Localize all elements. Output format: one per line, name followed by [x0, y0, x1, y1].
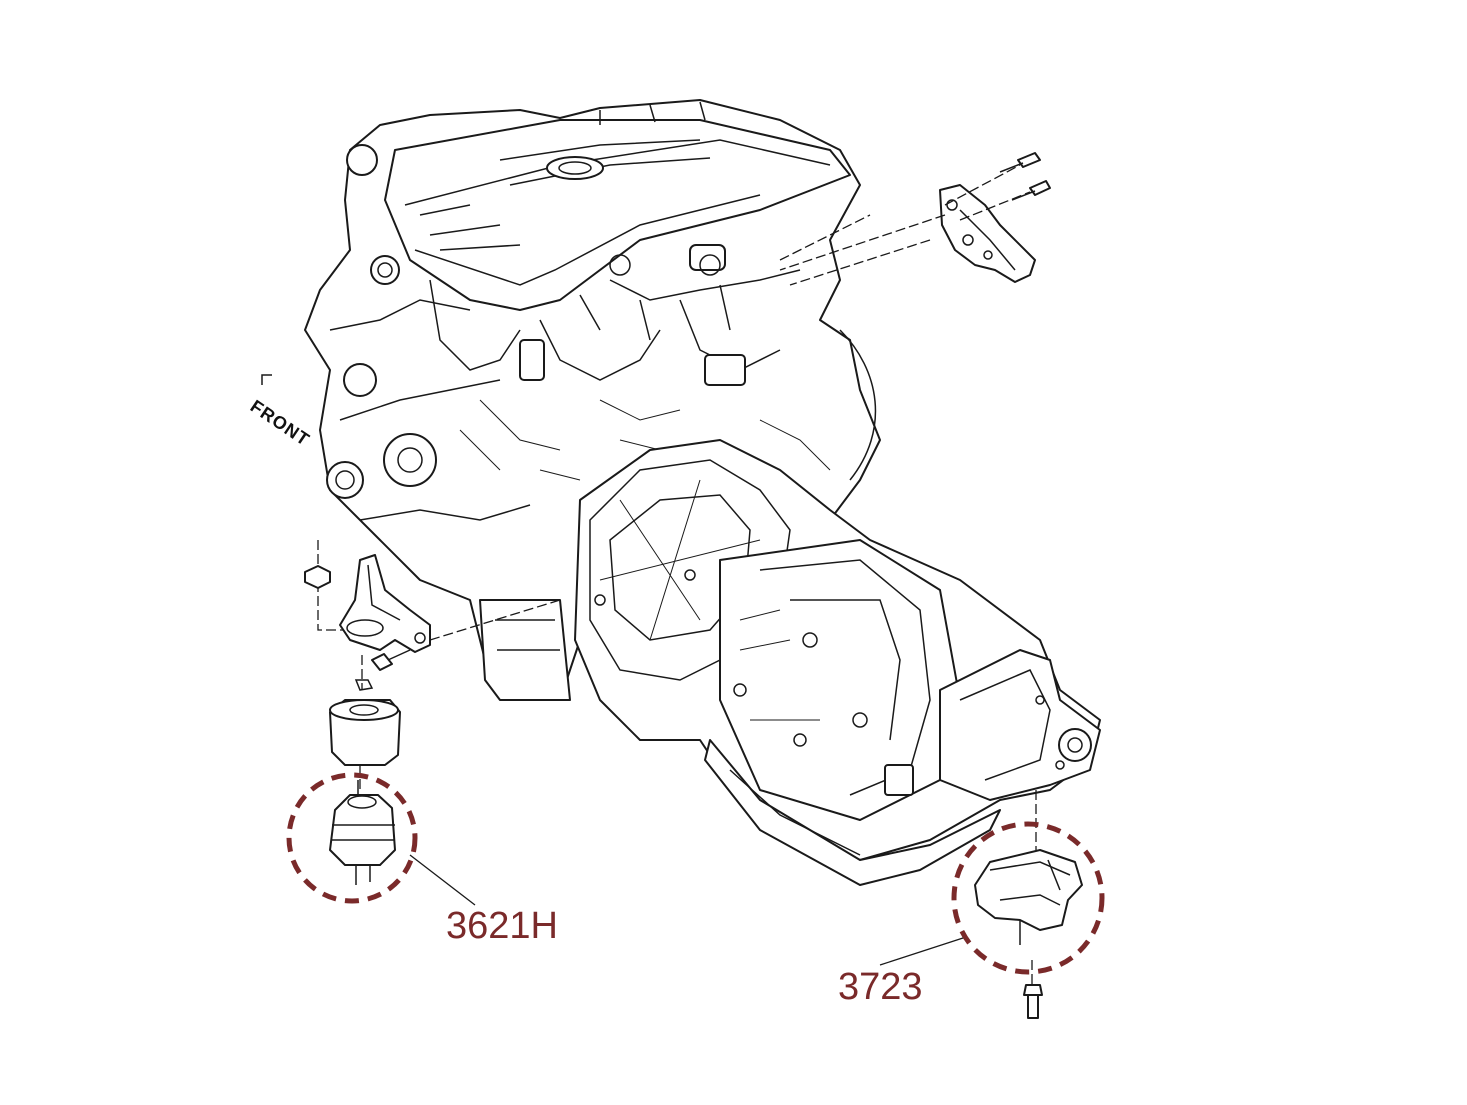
- callout-leader-3723: [879, 937, 964, 966]
- upper-right-bracket: [779, 152, 1051, 286]
- callout-leader-3621H: [409, 854, 476, 906]
- right-mount-stack: [879, 790, 1105, 1019]
- engine-mount-part: [329, 780, 396, 885]
- bolt-icon: [999, 152, 1041, 173]
- left-mount-stack: [286, 540, 561, 906]
- callout-label-transmission-mount: 3723: [838, 966, 923, 1008]
- callout-label-engine-mount: 3621H: [446, 905, 558, 947]
- transmission-assembly: [574, 439, 1101, 886]
- callout-circle-3621H: [286, 772, 418, 904]
- bolt-icon: [1023, 984, 1043, 1019]
- nut-icon: [304, 565, 331, 589]
- callout-circle-3723: [951, 821, 1105, 975]
- transmission-mount-part: [974, 849, 1083, 945]
- front-arrow-icon: [261, 374, 272, 385]
- engine-assembly: [304, 99, 881, 701]
- bolt-icon: [1011, 180, 1051, 201]
- bolt-icon: [371, 649, 411, 671]
